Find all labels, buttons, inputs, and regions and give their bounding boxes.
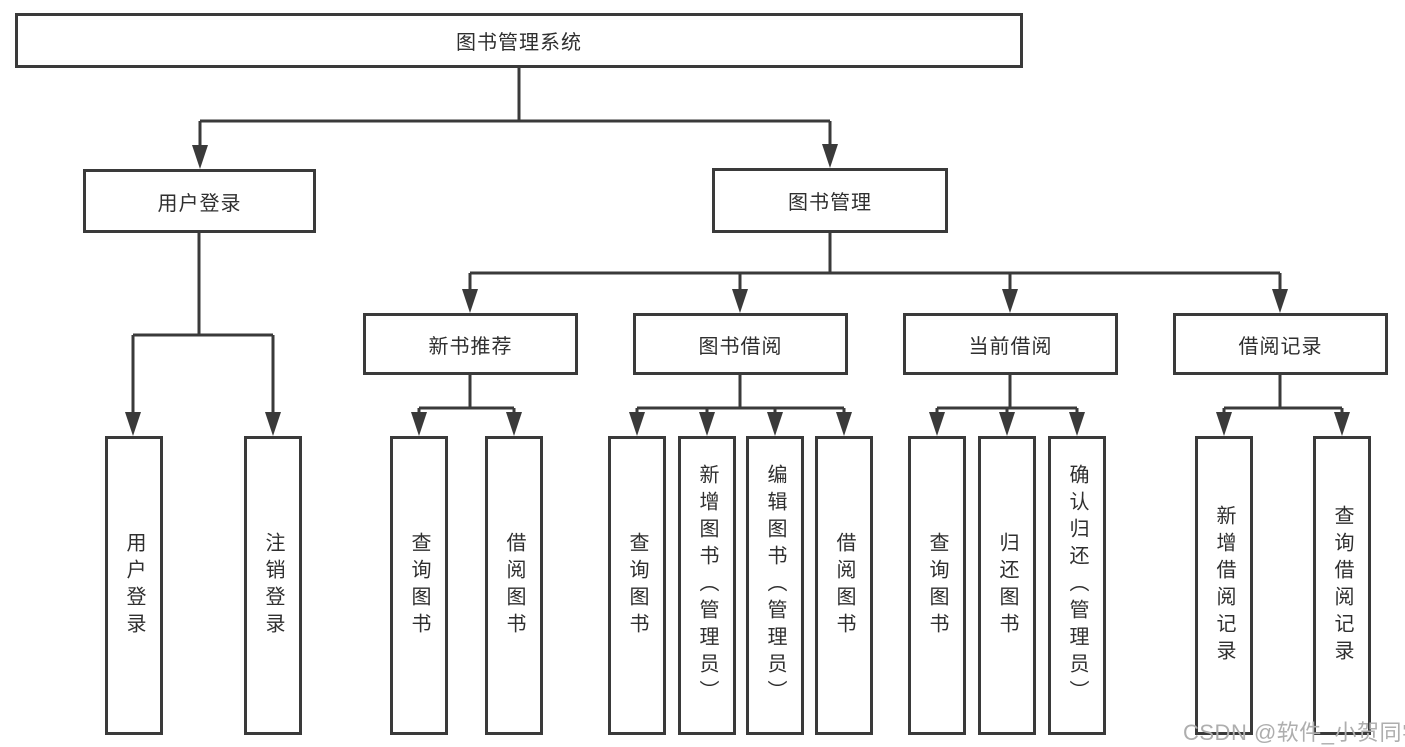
node-book-borrowing: 图书借阅 — [633, 313, 848, 375]
arrowheads — [125, 144, 1350, 436]
leaf-label: 查询图书 — [626, 531, 648, 640]
arrow-down-icon — [506, 412, 522, 436]
arrow-down-icon — [767, 412, 783, 436]
leaf-label: 归还图书 — [996, 531, 1018, 640]
arrow-down-icon — [1069, 412, 1085, 436]
node-current-borrowing: 当前借阅 — [903, 313, 1118, 375]
arrow-down-icon — [836, 412, 852, 436]
arrow-down-icon — [265, 412, 281, 436]
leaf-label: 用户登录 — [123, 531, 145, 640]
arrow-down-icon — [1002, 289, 1018, 313]
arrow-down-icon — [1216, 412, 1232, 436]
arrow-down-icon — [125, 412, 141, 436]
arrow-down-icon — [929, 412, 945, 436]
leaf-query-books-current: 查询图书 — [908, 436, 966, 735]
arrow-down-icon — [1334, 412, 1350, 436]
arrow-down-icon — [1272, 289, 1288, 313]
connector-lines — [131, 68, 1344, 414]
leaf-label: 注销登录 — [262, 531, 284, 640]
leaf-borrow-books-borrowing: 借阅图书 — [815, 436, 873, 735]
leaf-label: 借阅图书 — [503, 531, 525, 640]
node-label: 图书借阅 — [698, 335, 783, 358]
leaf-label: 查询图书 — [926, 531, 948, 640]
arrow-down-icon — [629, 412, 645, 436]
leaf-return-books: 归还图书 — [978, 436, 1036, 735]
leaf-logout: 注销登录 — [244, 436, 302, 735]
leaf-query-books-recommend: 查询图书 — [390, 436, 448, 735]
node-user-login: 用户登录 — [83, 169, 316, 233]
node-book-management: 图书管理 — [712, 168, 948, 233]
leaf-label: 新增借阅记录 — [1213, 504, 1235, 667]
node-label: 当前借阅 — [968, 335, 1053, 358]
leaf-confirm-return-admin: 确认归还（管理员） — [1048, 436, 1106, 735]
leaf-query-borrow-record: 查询借阅记录 — [1313, 436, 1371, 735]
leaf-add-book-admin: 新增图书（管理员） — [678, 436, 736, 735]
arrow-down-icon — [699, 412, 715, 436]
node-label: 新书推荐 — [428, 335, 513, 358]
leaf-query-books-borrowing: 查询图书 — [608, 436, 666, 735]
leaf-borrow-books-recommend: 借阅图书 — [485, 436, 543, 735]
node-label: 借阅记录 — [1238, 335, 1323, 358]
leaf-add-borrow-record: 新增借阅记录 — [1195, 436, 1253, 735]
arrow-down-icon — [732, 289, 748, 313]
csdn-watermark: CSDN @软件_小贺同学 — [1183, 720, 1405, 745]
node-root-library-management-system: 图书管理系统 — [15, 13, 1023, 68]
arrow-down-icon — [822, 144, 838, 168]
leaf-user-login: 用户登录 — [105, 436, 163, 735]
node-borrowing-records: 借阅记录 — [1173, 313, 1388, 375]
node-new-book-recommendation: 新书推荐 — [363, 313, 578, 375]
leaf-edit-book-admin: 编辑图书（管理员） — [746, 436, 804, 735]
leaf-label: 确认归还（管理员） — [1066, 464, 1088, 707]
node-label: 图书管理系统 — [456, 32, 582, 54]
leaf-label: 编辑图书（管理员） — [764, 464, 786, 707]
arrow-down-icon — [192, 145, 208, 169]
arrow-down-icon — [462, 289, 478, 313]
arrow-down-icon — [411, 412, 427, 436]
leaf-label: 新增图书（管理员） — [696, 464, 718, 707]
leaf-label: 查询借阅记录 — [1331, 504, 1353, 667]
leaf-label: 借阅图书 — [833, 531, 855, 640]
node-label: 图书管理 — [788, 192, 872, 214]
node-label: 用户登录 — [157, 192, 242, 215]
arrow-down-icon — [999, 412, 1015, 436]
leaf-label: 查询图书 — [408, 531, 430, 640]
